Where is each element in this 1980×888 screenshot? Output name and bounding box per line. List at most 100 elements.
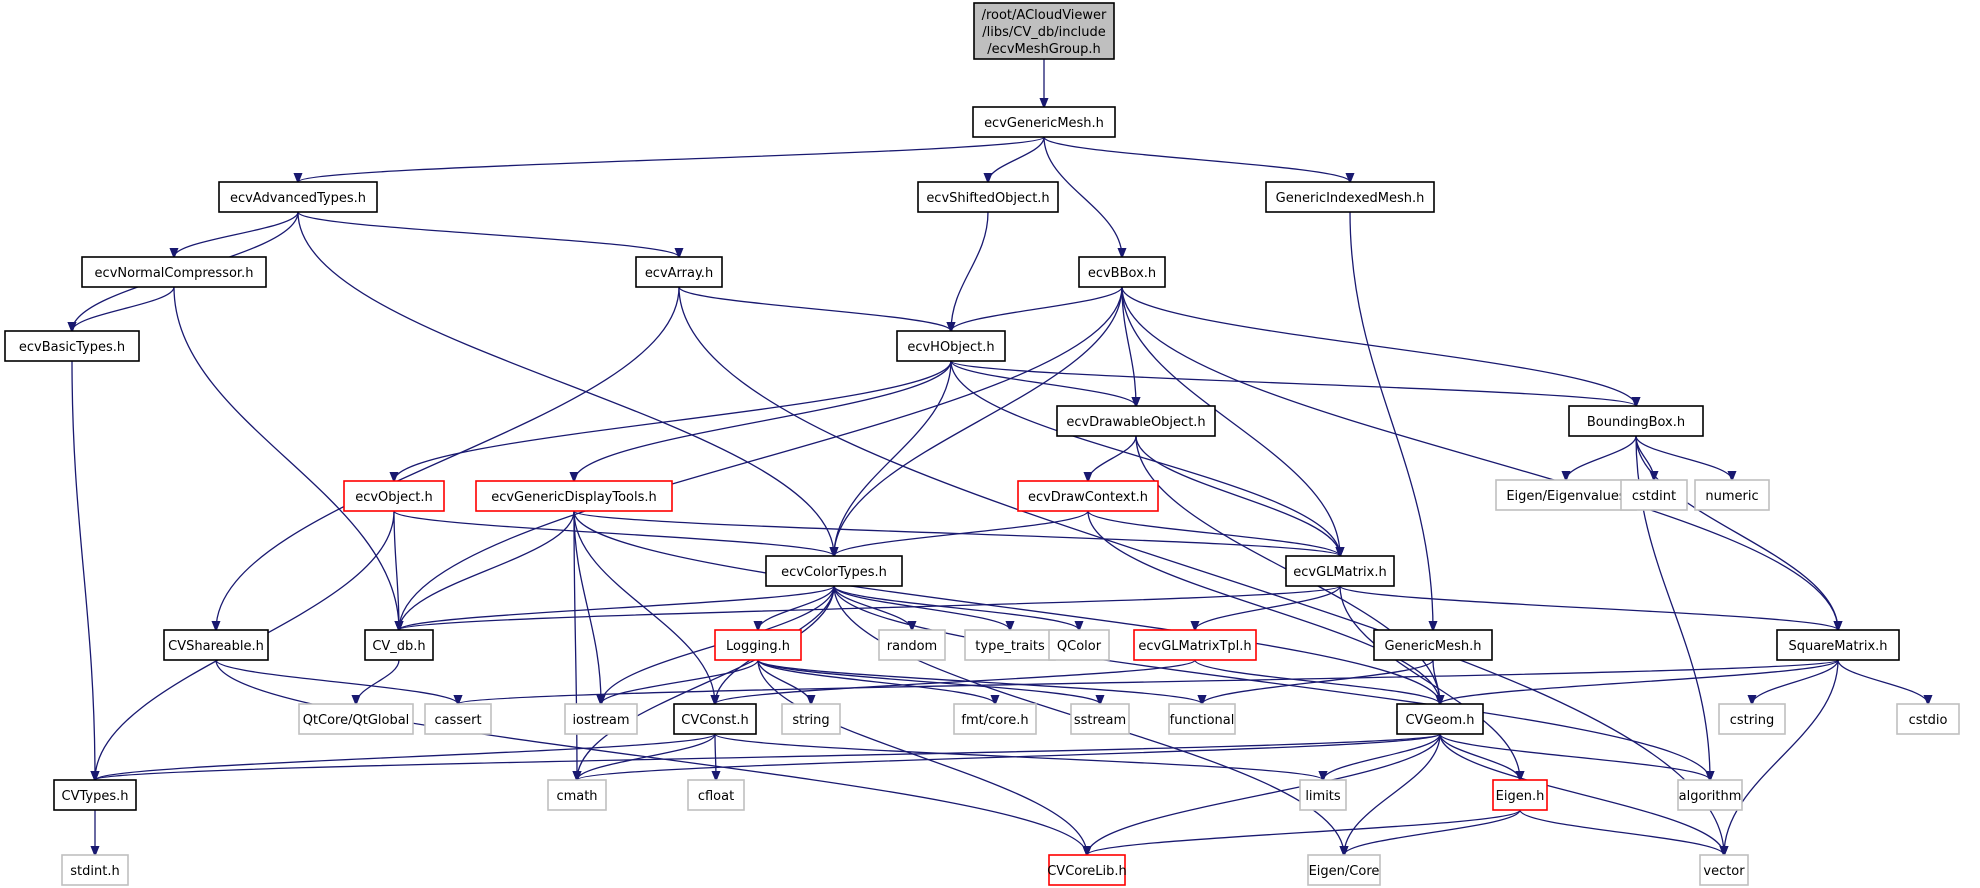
- edge-ecv-generic-display-tools-to-cmath: [574, 510, 577, 780]
- node-box[interactable]: [1078, 256, 1166, 288]
- node-label: ecvArray.h: [645, 266, 713, 281]
- node-cv-db[interactable]: CV_db.h: [364, 629, 434, 661]
- node-ecv-color-types[interactable]: ecvColorTypes.h: [765, 555, 903, 587]
- node-box[interactable]: [973, 2, 1115, 60]
- edge-ecv-shifted-object-to-ecv-hobject: [951, 211, 989, 331]
- node-box[interactable]: [163, 629, 269, 661]
- node-box[interactable]: [81, 256, 267, 288]
- edge-ecv-hobject-to-ecv-color-types: [834, 360, 952, 556]
- node-box[interactable]: [1396, 703, 1484, 735]
- node-generic-mesh[interactable]: GenericMesh.h: [1373, 629, 1493, 661]
- node-cassert: cassert: [424, 703, 492, 735]
- node-cvtypes[interactable]: CVTypes.h: [53, 779, 137, 811]
- node-box[interactable]: [714, 629, 802, 661]
- node-box[interactable]: [673, 703, 757, 735]
- node-label: Eigen/Core: [1309, 864, 1380, 879]
- edge-cvgeom-to-cvtypes: [95, 733, 1441, 780]
- node-box[interactable]: [4, 330, 140, 362]
- node-box[interactable]: [765, 555, 903, 587]
- node-label: SquareMatrix.h: [1788, 639, 1887, 654]
- node-ecv-generic-mesh[interactable]: ecvGenericMesh.h: [972, 106, 1116, 138]
- node-label: iostream: [572, 713, 629, 728]
- edge-ecv-bbox-to-square-matrix: [1121, 286, 1838, 630]
- node-ecv-advanced-types[interactable]: ecvAdvancedTypes.h: [218, 181, 378, 213]
- edge-logging-to-sstream: [757, 659, 1100, 704]
- node-bounding-box[interactable]: BoundingBox.h: [1568, 405, 1704, 437]
- node-box[interactable]: [1133, 629, 1257, 661]
- node-box[interactable]: [1048, 854, 1126, 886]
- node-label: ecvDrawContext.h: [1028, 490, 1148, 505]
- edge-ecv-color-types-to-logging: [758, 585, 835, 630]
- node-label: ecvColorTypes.h: [781, 565, 887, 580]
- node-label: numeric: [1705, 489, 1758, 504]
- edge-ecv-normal-compressor-to-cv-db: [173, 286, 399, 630]
- node-ecv-array[interactable]: ecvArray.h: [635, 256, 723, 288]
- node-box[interactable]: [917, 181, 1059, 213]
- edge-ecv-glmatrix-to-square-matrix: [1339, 585, 1838, 630]
- node-ecv-glmatrix[interactable]: ecvGLMatrix.h: [1285, 555, 1395, 587]
- node-label: ecvGenericDisplayTools.h: [491, 490, 657, 505]
- node-ecv-draw-context[interactable]: ecvDrawContext.h: [1017, 480, 1159, 512]
- node-cstring: cstring: [1718, 703, 1786, 735]
- node-box: [1694, 479, 1770, 511]
- node-box[interactable]: [1017, 480, 1159, 512]
- edge-eigen-to-eigen-core: [1344, 809, 1521, 855]
- edge-eigen-to-vector: [1519, 809, 1724, 855]
- node-label: cstdio: [1909, 713, 1948, 728]
- edge-cvgeom-to-vector: [1439, 733, 1724, 855]
- node-root[interactable]: /root/ACloudViewer/libs/CV_db/include/ec…: [973, 2, 1115, 60]
- node-box[interactable]: [1373, 629, 1493, 661]
- node-box: [1620, 479, 1688, 511]
- node-box[interactable]: [53, 779, 137, 811]
- node-generic-indexed-mesh[interactable]: GenericIndexedMesh.h: [1265, 181, 1435, 213]
- node-box[interactable]: [896, 330, 1006, 362]
- node-ecv-object[interactable]: ecvObject.h: [343, 480, 445, 512]
- node-label: ecvGenericMesh.h: [984, 116, 1104, 131]
- node-ecv-normal-compressor[interactable]: ecvNormalCompressor.h: [81, 256, 267, 288]
- node-box[interactable]: [972, 106, 1116, 138]
- edge-cvgeom-to-eigen: [1439, 733, 1520, 780]
- node-cvshareable[interactable]: CVShareable.h: [163, 629, 269, 661]
- node-box: [878, 629, 946, 661]
- node-cvconst[interactable]: CVConst.h: [673, 703, 757, 735]
- node-ecv-glmatrix-tpl[interactable]: ecvGLMatrixTpl.h: [1133, 629, 1257, 661]
- node-fmtcore: fmt/core.h: [953, 703, 1037, 735]
- node-box[interactable]: [1265, 181, 1435, 213]
- node-ecv-basic-types[interactable]: ecvBasicTypes.h: [4, 330, 140, 362]
- node-box[interactable]: [218, 181, 378, 213]
- node-ecv-bbox[interactable]: ecvBBox.h: [1078, 256, 1166, 288]
- node-box[interactable]: [1285, 555, 1395, 587]
- node-eigen[interactable]: Eigen.h: [1492, 779, 1548, 811]
- node-cvgeom[interactable]: CVGeom.h: [1396, 703, 1484, 735]
- edge-ecv-generic-display-tools-to-cvconst: [573, 510, 715, 704]
- node-ecv-drawable-object[interactable]: ecvDrawableObject.h: [1056, 405, 1216, 437]
- node-box[interactable]: [475, 480, 673, 512]
- edge-ecv-color-types-to-cv-db: [399, 585, 835, 630]
- node-box[interactable]: [1568, 405, 1704, 437]
- node-ecv-shifted-object[interactable]: ecvShiftedObject.h: [917, 181, 1059, 213]
- node-ecv-hobject[interactable]: ecvHObject.h: [896, 330, 1006, 362]
- node-limits: limits: [1299, 779, 1347, 811]
- node-box[interactable]: [1056, 405, 1216, 437]
- node-ecv-generic-display-tools[interactable]: ecvGenericDisplayTools.h: [475, 480, 673, 512]
- node-label: random: [887, 639, 937, 654]
- edge-square-matrix-to-vector: [1724, 659, 1839, 855]
- node-box[interactable]: [364, 629, 434, 661]
- node-logging[interactable]: Logging.h: [714, 629, 802, 661]
- node-label: QColor: [1057, 639, 1102, 654]
- node-box[interactable]: [343, 480, 445, 512]
- node-label: BoundingBox.h: [1587, 415, 1685, 430]
- node-cmath: cmath: [547, 779, 607, 811]
- edge-eigen-to-cvcore-lib: [1087, 809, 1521, 855]
- edge-ecv-draw-context-to-cvgeom: [1087, 510, 1440, 704]
- node-box[interactable]: [1492, 779, 1548, 811]
- node-square-matrix[interactable]: SquareMatrix.h: [1776, 629, 1900, 661]
- edges-layer: [72, 59, 1928, 855]
- node-box[interactable]: [1776, 629, 1900, 661]
- node-box[interactable]: [635, 256, 723, 288]
- node-string: string: [781, 703, 841, 735]
- node-label: GenericMesh.h: [1384, 639, 1481, 654]
- node-label: limits: [1305, 789, 1341, 804]
- node-cvcore-lib[interactable]: CVCoreLib.h: [1047, 854, 1127, 886]
- edge-generic-indexed-mesh-to-generic-mesh: [1349, 211, 1433, 630]
